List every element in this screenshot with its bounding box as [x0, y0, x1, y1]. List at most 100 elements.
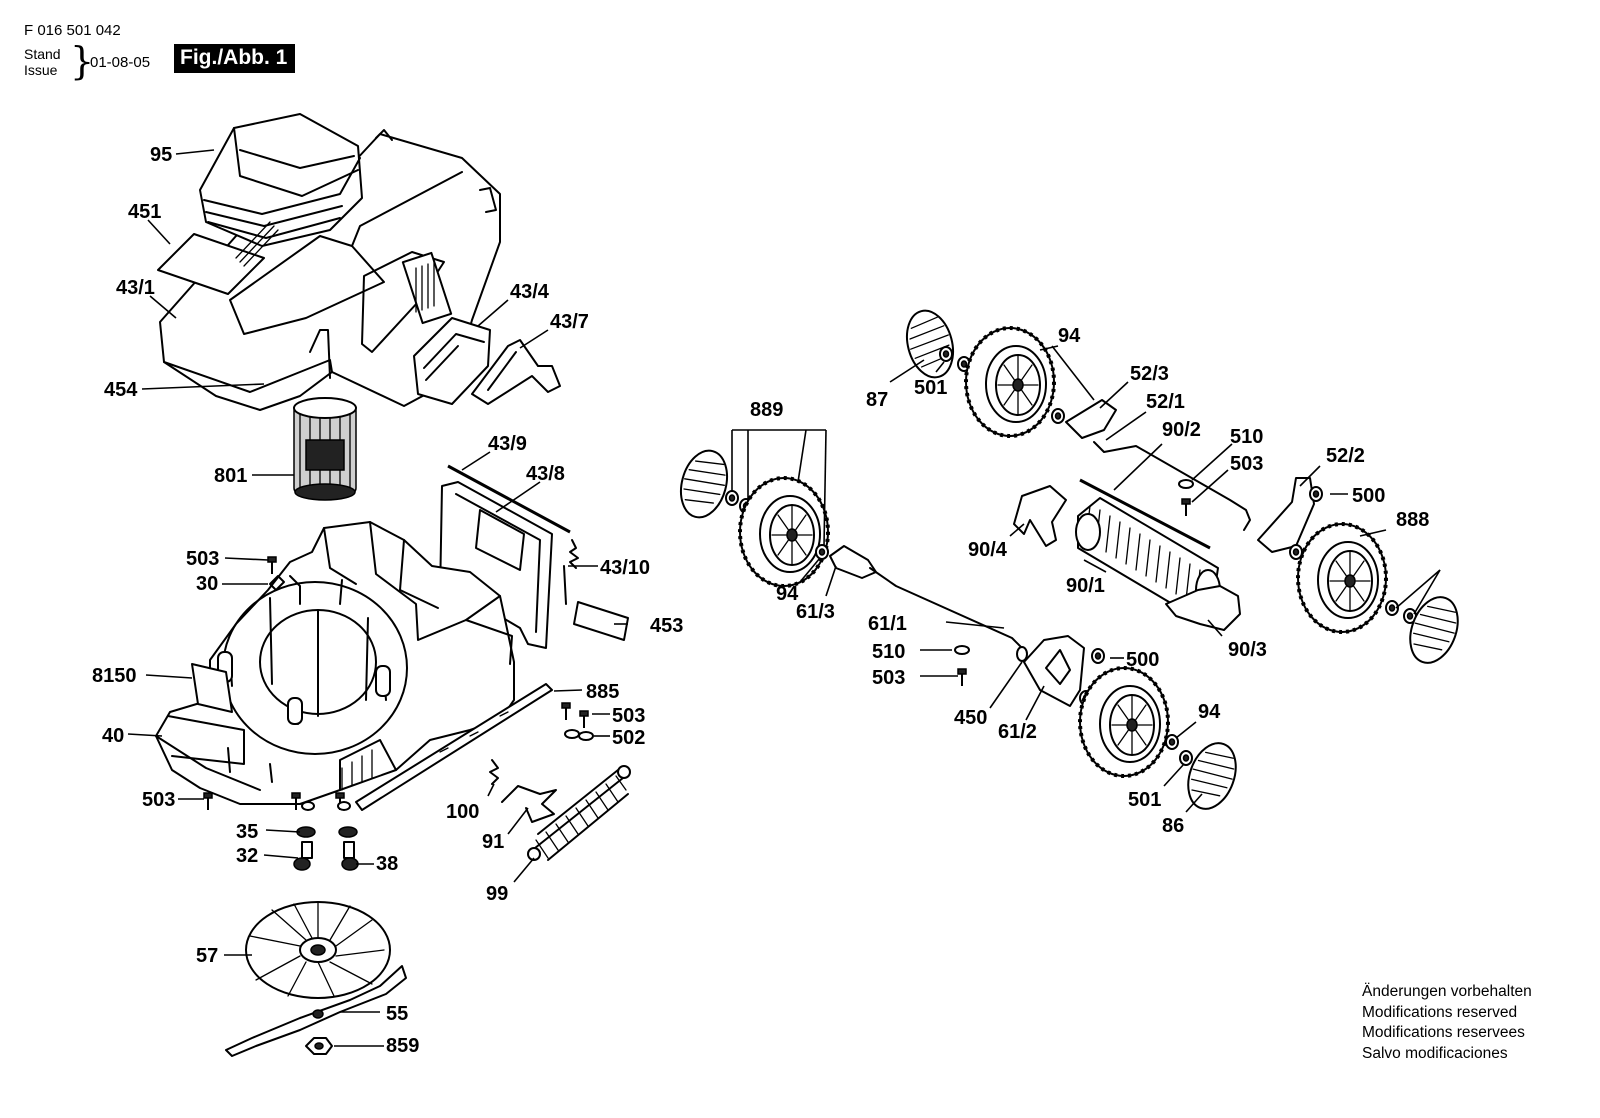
axle-rod-52-1 — [1093, 441, 1251, 531]
screw-503-e — [957, 668, 967, 687]
handle-grip-95 — [199, 113, 363, 247]
part-52-1: 52/1 — [1146, 391, 1185, 413]
wheel-94-rear — [964, 326, 1056, 438]
washer-502 — [564, 729, 580, 739]
nut-889-a — [725, 490, 739, 506]
screw-503-b-1 — [561, 702, 571, 721]
part-450: 450 — [954, 707, 987, 729]
part-43-8: 43/8 — [526, 463, 565, 485]
part-61-1: 61/1 — [868, 613, 907, 635]
part-888: 888 — [1396, 509, 1429, 531]
part-94-a: 94 — [1058, 325, 1081, 347]
flap-43-8 — [439, 481, 553, 649]
part-61-3: 61/3 — [796, 601, 835, 623]
note-fr: Modifications reservees — [1362, 1024, 1525, 1041]
part-453: 453 — [650, 615, 683, 637]
clip-450 — [1016, 646, 1028, 662]
hubcap-889 — [672, 444, 736, 524]
nut-888-a — [1289, 544, 1303, 560]
part-885: 885 — [586, 681, 619, 703]
axle-bar-885 — [355, 683, 553, 811]
end-cap-90-3 — [1165, 585, 1241, 631]
part-94-b: 94 — [776, 583, 799, 605]
fan-57 — [245, 901, 391, 999]
part-503-e: 503 — [872, 667, 905, 689]
nut-94-b — [815, 544, 829, 560]
part-500-b: 500 — [1126, 649, 1159, 671]
switch-box-43-4 — [413, 317, 491, 405]
note-es: Salvo modificaciones — [1362, 1044, 1508, 1062]
bracket-52-2 — [1257, 477, 1315, 553]
washer-510-b — [954, 645, 970, 655]
nut-501-a — [939, 346, 953, 362]
part-90-1: 90/1 — [1066, 575, 1105, 597]
axle-rod-61-1 — [869, 567, 1025, 651]
part-43-4: 43/4 — [510, 281, 550, 303]
part-502: 502 — [612, 727, 645, 749]
part-503-a: 503 — [186, 548, 219, 570]
part-94-c: 94 — [1198, 701, 1221, 723]
rod-90-2 — [1079, 478, 1211, 550]
spring-43-10 — [563, 539, 579, 605]
part-500-a: 500 — [1352, 485, 1385, 507]
spring-100 — [489, 759, 499, 785]
rod-43-9 — [447, 464, 571, 534]
handle-bracket-90-4 — [1013, 485, 1067, 547]
part-52-3: 52/3 — [1130, 363, 1169, 385]
part-43-9: 43/9 — [488, 433, 527, 455]
nut-94-rear — [1051, 408, 1065, 424]
washer-510-a — [1178, 479, 1194, 489]
part-35: 35 — [236, 821, 258, 843]
screw-503-a — [267, 556, 277, 575]
part-55: 55 — [386, 1003, 408, 1025]
part-57: 57 — [196, 945, 218, 967]
part-510-a: 510 — [1230, 426, 1263, 448]
part-451: 451 — [128, 201, 161, 223]
fastener-stack-35-32-38 — [291, 792, 359, 871]
part-510-b: 510 — [872, 641, 905, 663]
part-501-b: 501 — [1128, 789, 1161, 811]
part-61-2: 61/2 — [998, 721, 1037, 743]
wheel-front — [1078, 666, 1170, 778]
part-90-2: 90/2 — [1162, 419, 1201, 441]
part-90-3: 90/3 — [1228, 639, 1267, 661]
part-30: 30 — [196, 573, 218, 595]
part-889: 889 — [750, 399, 783, 421]
part-32: 32 — [236, 845, 258, 867]
part-87: 87 — [866, 389, 888, 411]
part-801: 801 — [214, 465, 247, 487]
screw-503-d — [1181, 498, 1191, 517]
bracket-61-3 — [829, 545, 877, 579]
label-plate-451 — [157, 233, 265, 295]
wheel-888-right — [1296, 522, 1388, 634]
part-503-d: 503 — [1230, 453, 1263, 475]
part-8150: 8150 — [92, 665, 137, 687]
knob-500-a — [1309, 486, 1323, 502]
issue-date: 01-08-05 — [90, 54, 151, 71]
motor-801 — [293, 397, 357, 501]
brace-glyph: } — [70, 39, 95, 83]
blade-55 — [225, 965, 407, 1057]
wheel-889-left — [738, 476, 830, 588]
hubcap-right — [1400, 589, 1468, 671]
part-501-a: 501 — [914, 377, 947, 399]
hubcap-87 — [898, 304, 962, 384]
part-number-labels: 95 451 43/1 454 43/4 43/7 801 43/9 43/8 … — [92, 144, 1429, 1057]
screw-503-b-2 — [579, 710, 589, 729]
clip-30 — [269, 575, 285, 591]
bracket-52-3 — [1065, 399, 1117, 439]
part-86: 86 — [1162, 815, 1184, 837]
part-503-c: 503 — [142, 789, 175, 811]
part-43-10: 43/10 — [600, 557, 650, 579]
mower-deck-40 — [155, 521, 515, 805]
label-453 — [573, 601, 629, 641]
part-859: 859 — [386, 1035, 419, 1057]
hubcap-86 — [1178, 735, 1246, 817]
wire-spring-91 — [501, 785, 557, 823]
document-header: F 016 501 042 Stand Issue } 01-08-05 Fig… — [24, 20, 324, 90]
part-454: 454 — [104, 379, 138, 401]
part-91: 91 — [482, 831, 504, 853]
part-90-4: 90/4 — [968, 539, 1008, 561]
stand-issue-labels: Stand Issue — [24, 46, 61, 78]
